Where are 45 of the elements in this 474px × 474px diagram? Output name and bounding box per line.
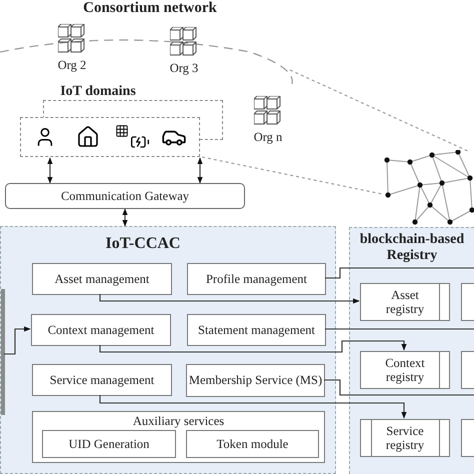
org-label: Org 3: [168, 61, 200, 76]
registry-box: [360, 283, 450, 321]
group-title: Auxiliary services: [132, 414, 226, 428]
box-label: Service management: [50, 372, 154, 388]
panel-title: IoT-CCAC: [104, 235, 182, 254]
registry-label: Context registry: [384, 356, 426, 384]
module-panel: [0, 226, 336, 474]
process-box: [187, 314, 326, 346]
process-box: [186, 430, 319, 458]
arrow: [99, 340, 407, 353]
box-label: Membership Service (MS): [188, 373, 322, 388]
box-label: Asset management: [54, 272, 150, 286]
box-label: Context management: [48, 322, 154, 338]
registry-box: [360, 351, 450, 389]
box-label: UID Generation: [68, 436, 150, 452]
dotted-line: [202, 156, 382, 195]
box-label: Communication Gateway: [60, 188, 190, 204]
network-title: Consortium network: [82, 0, 218, 18]
box-label: Token module: [216, 436, 288, 452]
dotted-line: [290, 70, 470, 152]
process-box: [32, 364, 172, 396]
arrow: [47, 157, 53, 184]
gateway-box: [5, 183, 245, 209]
box-label: Statement management: [198, 322, 315, 338]
panel-title: blockchain-based Registry: [358, 232, 466, 264]
side-bar: [1, 289, 5, 415]
process-box: [187, 263, 326, 295]
arrow: [99, 395, 407, 419]
group-title: IoT domains: [59, 84, 137, 100]
group-box: [32, 411, 325, 463]
process-box: [42, 430, 176, 458]
arrow: [4, 326, 31, 355]
box-label: Profile management: [206, 272, 307, 286]
org-label: Org 2: [56, 58, 88, 72]
arrow: [122, 208, 128, 227]
arrow: [197, 157, 203, 184]
process-box: [31, 314, 171, 346]
registry-label: Service registry: [384, 424, 426, 452]
org-label: Org n: [252, 130, 284, 144]
registry-box: [360, 419, 450, 457]
arrow: [99, 294, 360, 304]
registry-label: Asset registry: [384, 288, 426, 316]
process-box: [32, 263, 172, 295]
registry-panel: [349, 227, 474, 474]
process-box: [186, 364, 325, 397]
